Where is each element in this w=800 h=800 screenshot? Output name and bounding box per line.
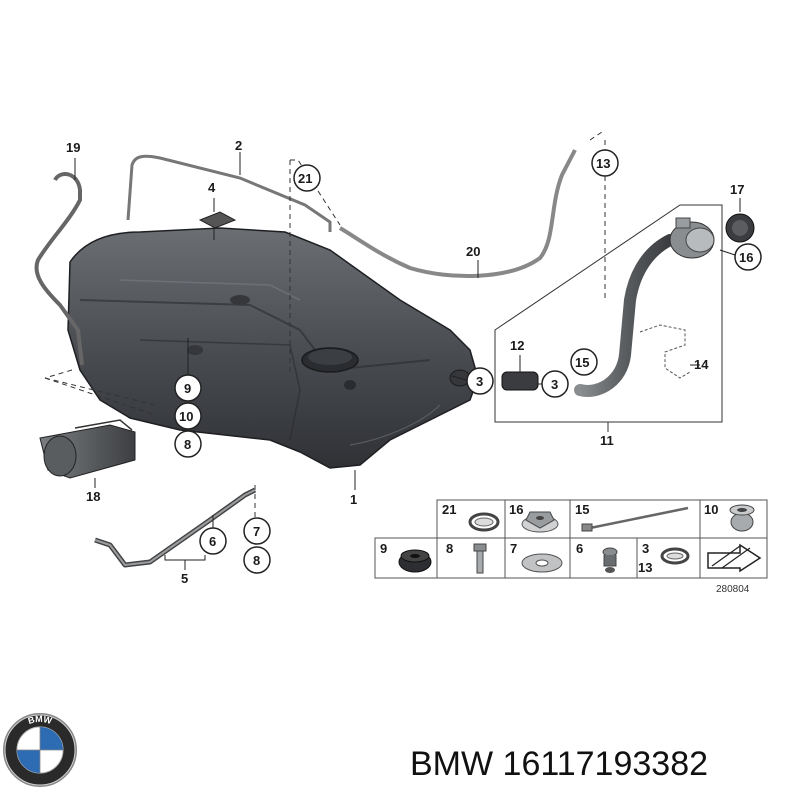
- callouts: 19 2 4 20 17 12 14 11 1 18 5 21 13 16 3 …: [66, 138, 762, 586]
- callout-15: 15: [575, 355, 589, 370]
- part-14-wire: [639, 324, 691, 379]
- parts-legend: 21 16 15 10 9 8 7 6 3 13: [374, 499, 768, 595]
- part-11-frame: [494, 204, 723, 423]
- callout-12: 12: [510, 338, 524, 353]
- callout-6: 6: [209, 534, 216, 549]
- callout-9: 9: [184, 381, 191, 396]
- bmw-logo-icon: BMW: [3, 713, 77, 787]
- clamp-icon: [468, 512, 500, 532]
- part-4-pad: [198, 198, 237, 240]
- cable-tie-icon: [581, 506, 689, 532]
- legend-16: 16: [509, 502, 523, 517]
- callout-18: 18: [86, 489, 100, 504]
- part-17-cap: [725, 198, 755, 243]
- nut-icon: [521, 511, 559, 533]
- legend-21: 21: [442, 502, 456, 517]
- rubber-grommet-icon: [398, 549, 432, 573]
- legend-15: 15: [575, 502, 589, 517]
- direction-arrow-icon: [707, 543, 762, 573]
- callout-16: 16: [739, 250, 753, 265]
- callout-14: 14: [694, 357, 709, 372]
- callout-5: 5: [181, 571, 188, 586]
- callout-8: 8: [184, 437, 191, 452]
- bolt-icon: [473, 543, 487, 574]
- callout-2: 2: [235, 138, 242, 153]
- washer-icon: [521, 553, 563, 573]
- callout-11: 11: [600, 433, 614, 448]
- part-18-canister: [39, 419, 136, 488]
- part-5-strap: [94, 487, 257, 570]
- legend-8: 8: [446, 541, 453, 556]
- callout-10: 10: [179, 409, 193, 424]
- callout-1: 1: [350, 492, 357, 507]
- legend-10: 10: [704, 502, 718, 517]
- part-2-vent-line: [126, 154, 332, 232]
- callout-4: 4: [208, 180, 216, 195]
- legend-6: 6: [576, 541, 583, 556]
- callout-3: 3: [476, 374, 483, 389]
- callout-8b: 8: [253, 553, 260, 568]
- grommet-icon: [729, 504, 755, 532]
- callout-13: 13: [596, 156, 610, 171]
- part-12-hose-piece: [501, 355, 539, 391]
- callout-21: 21: [298, 171, 312, 186]
- hose-clamp-icon: [660, 547, 690, 565]
- callout-3b: 3: [551, 377, 558, 392]
- callout-7: 7: [253, 524, 260, 539]
- callout-19: 19: [66, 140, 80, 155]
- part-19-hose: [34, 172, 84, 366]
- legend-3: 3: [642, 541, 649, 556]
- guide-lines: [44, 129, 606, 520]
- callout-20: 20: [466, 244, 480, 259]
- svg-text:BMW: BMW: [27, 714, 54, 726]
- callout-17: 17: [730, 182, 744, 197]
- legend-13: 13: [638, 560, 652, 575]
- clip-icon: [602, 547, 618, 573]
- legend-7: 7: [510, 541, 517, 556]
- filler-neck: [574, 217, 715, 397]
- legend-9: 9: [380, 541, 387, 556]
- drawing-reference: 280804: [716, 584, 750, 595]
- part-number-text: BMW 16117193382: [410, 745, 708, 783]
- part-20-hose: [338, 149, 577, 279]
